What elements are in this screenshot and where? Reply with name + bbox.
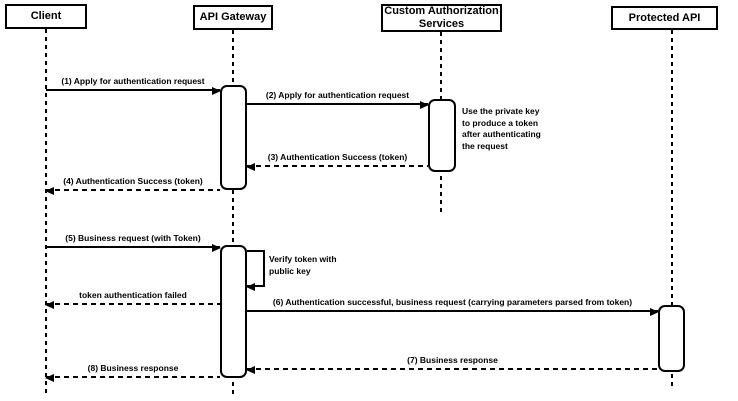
message-6-label: (6) Authentication successful, business …: [272, 297, 633, 307]
arrowhead-right-icon: [650, 308, 659, 316]
participant-custom-authorization-services-label: Custom Authorization Services: [384, 5, 499, 30]
message-3-authentication-success: (3) Authentication Success (token): [246, 152, 428, 171]
message-7-line: [247, 368, 658, 370]
activation-bar-custom-authorization-services: [428, 99, 456, 172]
lifeline-client: [45, 29, 47, 395]
message-8-label: (8) Business response: [87, 363, 179, 373]
message-3-line: [247, 165, 428, 167]
message-7-label: (7) Business response: [407, 355, 498, 365]
message-4-line: [46, 189, 220, 191]
participant-protected-api-label: Protected API: [628, 11, 701, 24]
participant-client-label: Client: [30, 10, 62, 22]
arrowhead-left-icon: [45, 187, 54, 195]
message-3-label: (3) Authentication Success (token): [267, 152, 408, 162]
arrowhead-right-icon: [212, 87, 221, 95]
self-message-verify-token-loop: [246, 250, 265, 291]
message-5-label: (5) Business request (with Token): [65, 233, 201, 243]
message-6-business-request-forward: (6) Authentication successful, business …: [247, 297, 659, 316]
message-1-label: (1) Apply for authentication request: [61, 76, 205, 86]
message-1-apply-authentication: (1) Apply for authentication request: [46, 76, 221, 95]
self-message-verify-token-label: Verify token with public key: [269, 254, 337, 276]
message-8-business-response: (8) Business response: [45, 363, 220, 382]
activation-bar-protected-api: [658, 305, 685, 372]
message-2-apply-authentication: (2) Apply for authentication request: [247, 90, 429, 109]
arrowhead-right-icon: [212, 244, 221, 252]
participant-api-gateway: API Gateway: [193, 5, 273, 30]
arrowhead-left-icon: [246, 282, 255, 291]
message-4-authentication-success: (4) Authentication Success (token): [45, 176, 220, 195]
arrowhead-left-icon: [246, 366, 255, 374]
arrowhead-left-icon: [45, 374, 54, 382]
message-token-failed-line: [46, 303, 220, 305]
message-5-line: [46, 246, 220, 248]
participant-client: Client: [5, 4, 87, 29]
message-1-line: [46, 89, 220, 91]
lifeline-api-gateway: [232, 30, 234, 395]
note-private-key-token: Use the private key to produce a token a…: [462, 106, 541, 151]
arrowhead-left-icon: [45, 301, 54, 309]
participant-custom-authorization-services: Custom Authorization Services: [381, 4, 502, 32]
arrowhead-left-icon: [246, 163, 255, 171]
message-2-label: (2) Apply for authentication request: [265, 90, 410, 100]
message-6-line: [247, 310, 658, 312]
arrowhead-right-icon: [420, 101, 429, 109]
message-token-authentication-failed: token authentication failed: [45, 290, 220, 309]
message-8-line: [46, 376, 220, 378]
message-4-label: (4) Authentication Success (token): [63, 176, 203, 186]
participant-api-gateway-label: API Gateway: [199, 11, 267, 23]
message-5-business-request: (5) Business request (with Token): [46, 233, 221, 252]
message-token-failed-label: token authentication failed: [79, 290, 187, 300]
message-7-business-response: (7) Business response: [246, 355, 658, 374]
activation-bar-api-gateway-business: [220, 245, 247, 378]
participant-protected-api: Protected API: [611, 6, 718, 30]
lifeline-protected-api: [671, 30, 673, 390]
activation-bar-api-gateway-auth: [220, 85, 247, 190]
message-2-line: [247, 103, 428, 105]
